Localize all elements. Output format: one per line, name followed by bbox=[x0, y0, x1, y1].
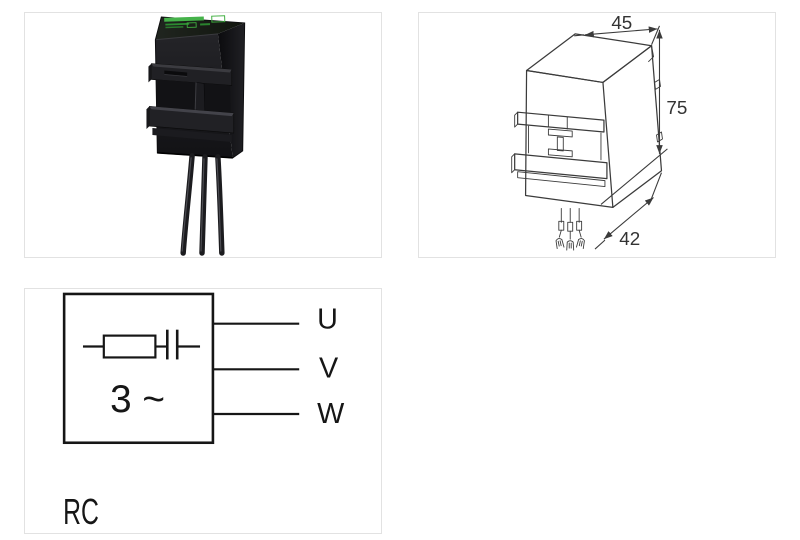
terminal-lines bbox=[212, 322, 300, 416]
upper-clip-bar bbox=[148, 63, 233, 86]
dimension-drawing: 45 75 42 bbox=[511, 13, 687, 251]
dimension-height: 75 bbox=[600, 29, 687, 205]
lower-clip-bar bbox=[146, 105, 235, 142]
dim-height-label: 75 bbox=[666, 97, 687, 118]
circuit-diagram-panel: 3 ~ U V W RC bbox=[24, 288, 382, 534]
housing-outline bbox=[524, 33, 663, 209]
product-photo-panel bbox=[24, 12, 382, 258]
circuit-diagram: 3 ~ U V W RC bbox=[62, 292, 345, 532]
terminal-label-w: W bbox=[317, 398, 345, 430]
dim-width-label: 45 bbox=[611, 13, 632, 33]
terminal-recess bbox=[156, 79, 231, 115]
type-caption: RC bbox=[63, 492, 99, 532]
dimension-width: 45 bbox=[574, 13, 660, 45]
terminal-label-v: V bbox=[319, 352, 339, 384]
dim-depth-label: 42 bbox=[619, 228, 640, 249]
dimension-depth: 42 bbox=[594, 172, 662, 250]
product-photo-illustration bbox=[146, 15, 246, 256]
dimension-drawing-panel: 45 75 42 bbox=[418, 12, 776, 258]
phase-label: 3 ~ bbox=[110, 378, 165, 421]
brand-print bbox=[164, 15, 226, 29]
connection-wires bbox=[180, 153, 225, 256]
drawing-wires bbox=[555, 207, 585, 251]
resistor-symbol bbox=[102, 334, 157, 359]
fork-terminals bbox=[555, 238, 585, 251]
housing-front-details bbox=[511, 111, 608, 188]
terminal-label-u: U bbox=[317, 304, 338, 336]
rc-symbol bbox=[82, 329, 201, 360]
